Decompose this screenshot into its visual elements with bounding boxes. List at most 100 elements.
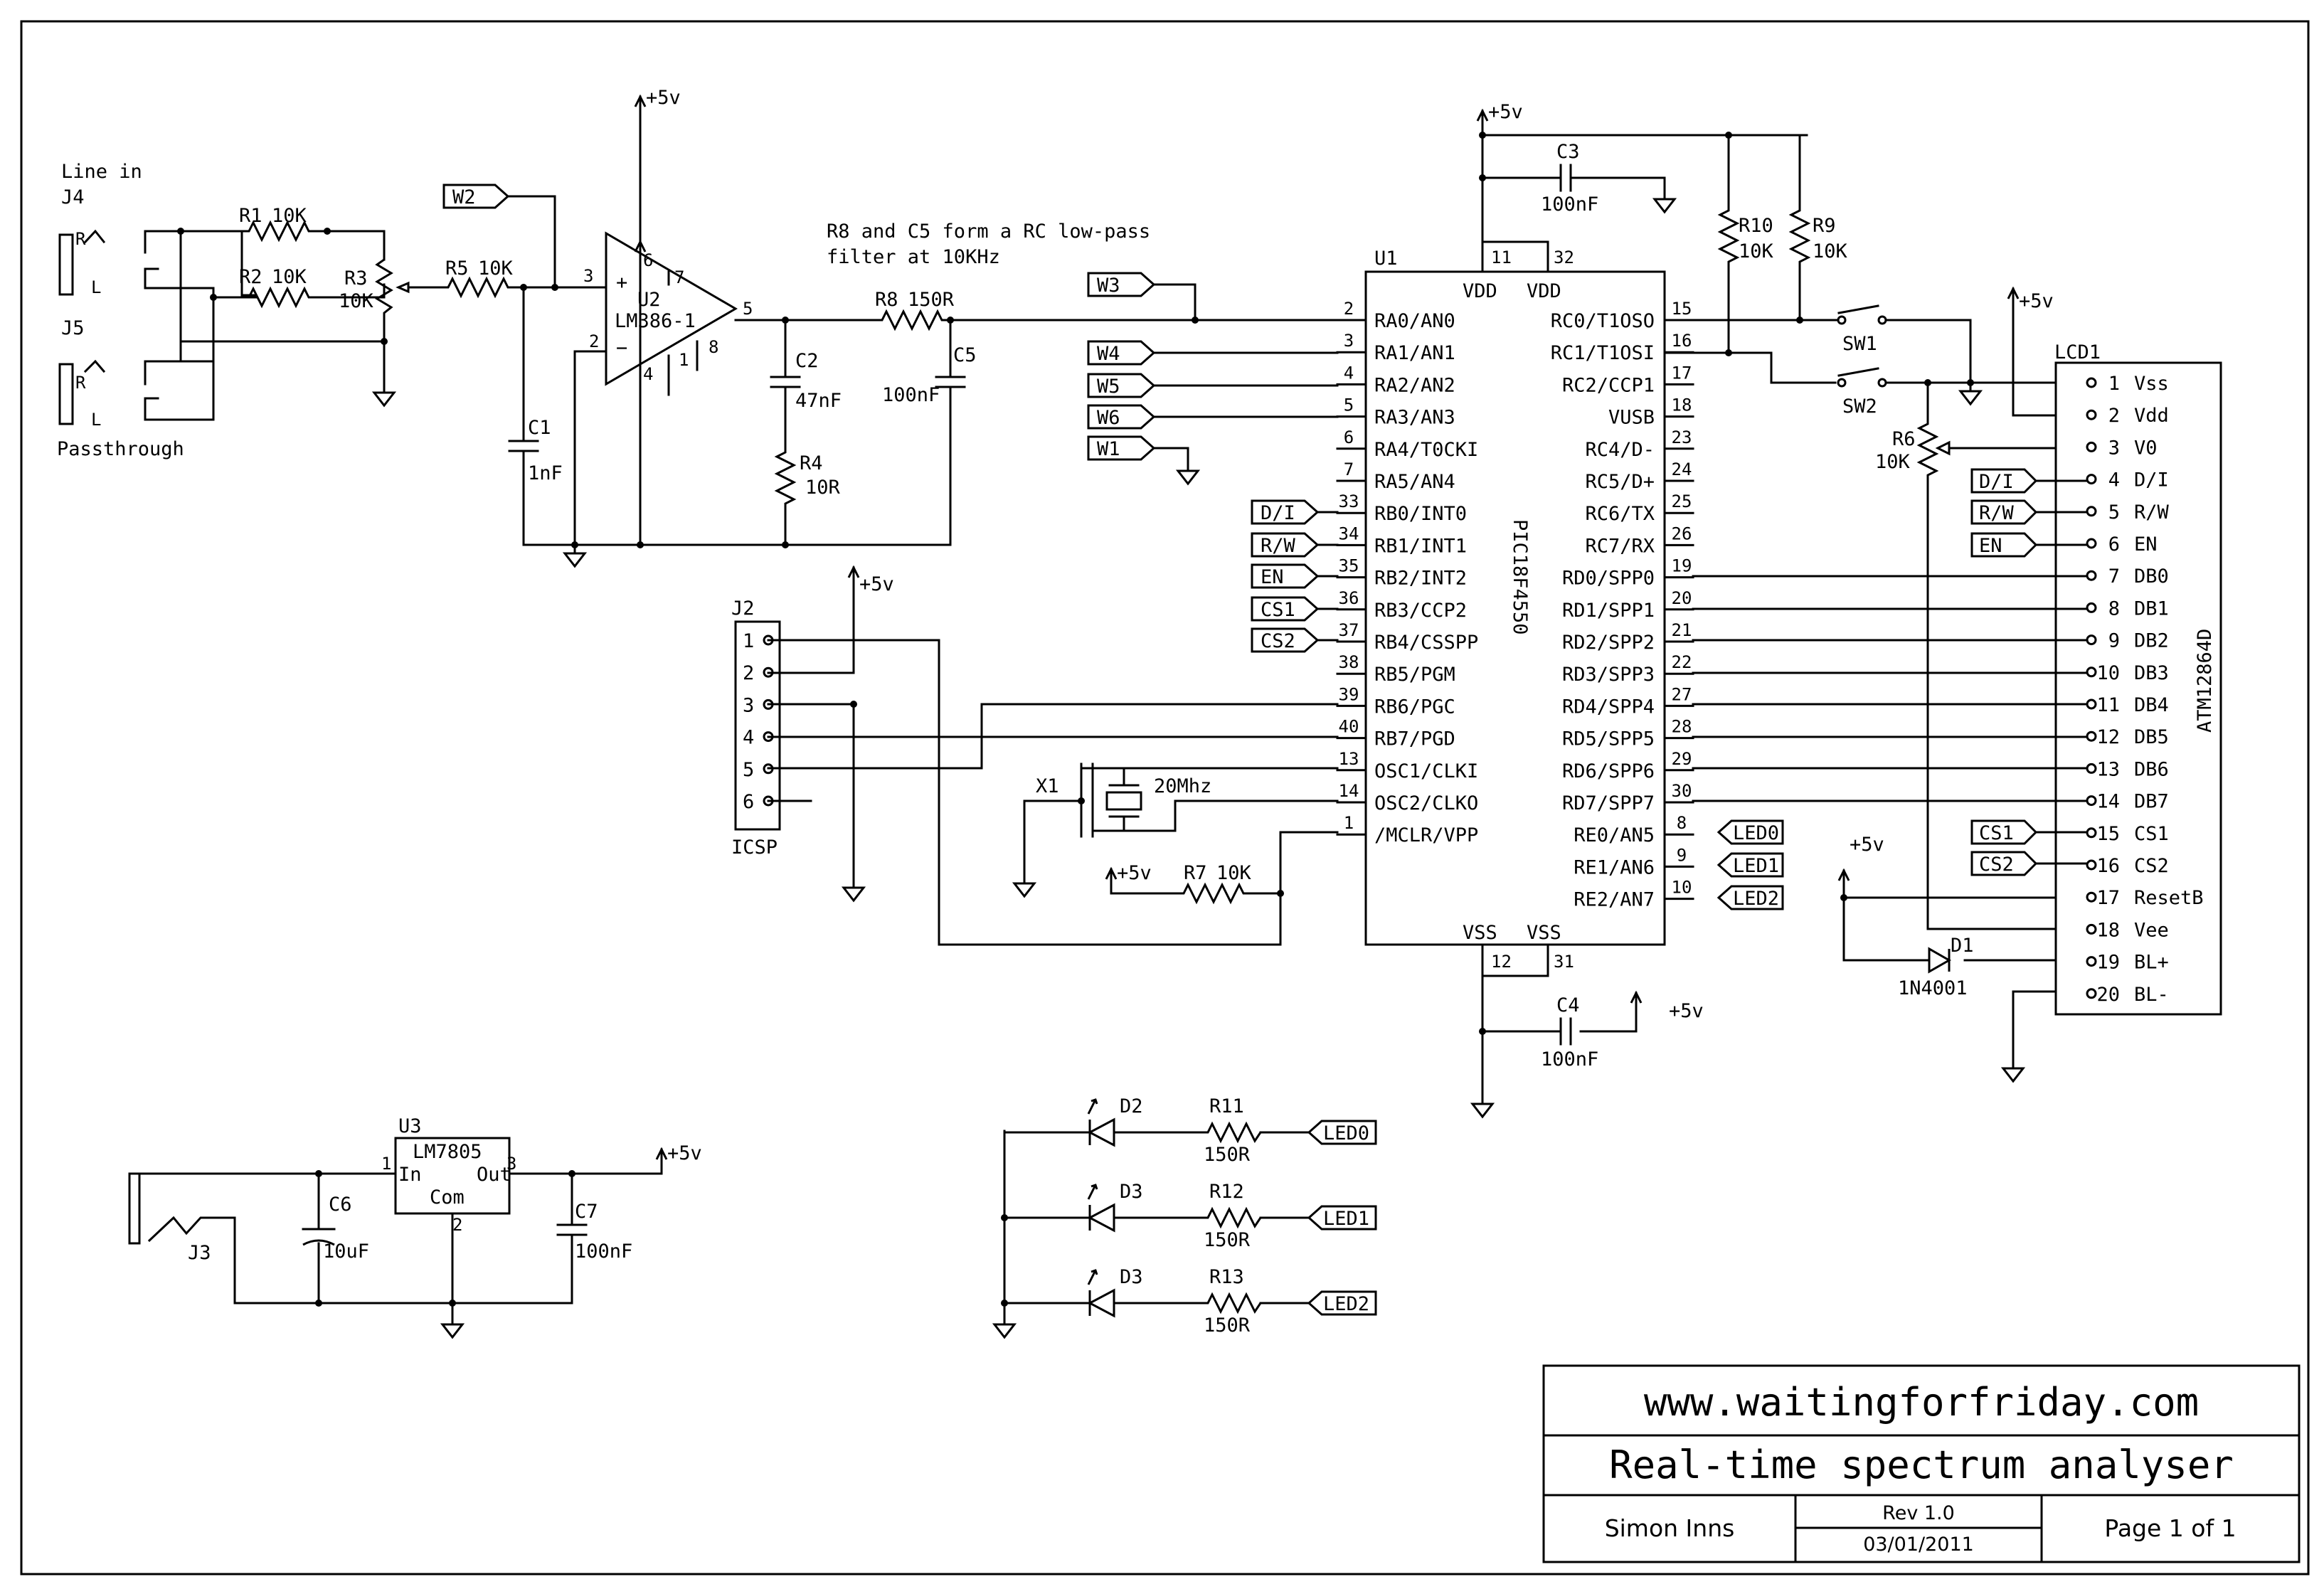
u1-power: +5v C3 100nF +5v C4 100nF — [1471, 101, 1808, 1118]
r2-value: 10K — [272, 266, 307, 288]
icsp-pin-number: 4 — [743, 727, 754, 749]
lcd-pin-number: 11 — [2096, 694, 2120, 716]
lcd-pin-name: EN — [2134, 533, 2158, 556]
lcd-net-labels: D/I R/W EN CS1 CS2 — [1970, 468, 2087, 876]
r8-resistor — [876, 309, 950, 331]
led-net-label — [1307, 1205, 1377, 1231]
lcd-pin-terminal — [2086, 666, 2097, 678]
lcd-pin-name: DB1 — [2134, 597, 2169, 620]
u1-pin-name: RB5/PGM — [1374, 664, 1455, 686]
lcd-pin-terminal — [2086, 956, 2097, 967]
icsp-pin-number: 3 — [743, 694, 754, 716]
ground-icon — [1013, 873, 1036, 898]
u1-pin-number: 10 — [1672, 878, 1692, 898]
led-resistor-ref: R13 — [1209, 1266, 1244, 1288]
svg-text:32: 32 — [1554, 248, 1574, 267]
r3-pot — [375, 258, 393, 341]
u1-porte-labels: LED0 LED1 LED2 — [1717, 819, 1784, 910]
svg-text:EN: EN — [1979, 535, 2002, 557]
u1-pin-name: VUSB — [1608, 407, 1655, 429]
c1-value: 1nF — [528, 462, 563, 484]
u1-pin-name: RC4/D- — [1585, 439, 1655, 461]
u1-pin-number: 18 — [1672, 395, 1692, 415]
u1-pin-name: RC1/T1OSI — [1551, 342, 1655, 364]
svg-text:D/I: D/I — [1979, 471, 2014, 493]
u1-microcontroller: U1 VDD VDD VSS VSS 11 32 12 31 PIC18F455… — [1336, 240, 1694, 977]
svg-text:VDD: VDD — [1463, 280, 1497, 302]
u1-portb-labels: D/I R/W EN CS1 CS2 — [1251, 499, 1339, 653]
r10-value: 10K — [1739, 240, 1774, 262]
u1-pin-number: 26 — [1672, 524, 1692, 543]
svg-text:LED1: LED1 — [1733, 855, 1779, 877]
led-icon — [1087, 1117, 1115, 1147]
r1-ref: R1 — [239, 205, 262, 227]
led-ref: D3 — [1120, 1266, 1143, 1288]
led-net-label-text: LED0 — [1323, 1122, 1369, 1144]
svg-text:Com: Com — [430, 1186, 465, 1208]
svg-text:Out: Out — [477, 1164, 511, 1186]
ground-icon — [441, 1314, 464, 1339]
lcd-pin-number: 17 — [2096, 887, 2120, 909]
r3-ref: R3 — [344, 267, 368, 289]
led-resistor-ref: R11 — [1209, 1095, 1244, 1117]
r8-value: 150R — [908, 289, 955, 311]
u1-pin-name: RD5/SPP5 — [1562, 728, 1655, 750]
ground-icon — [563, 543, 586, 568]
c4-value: 100nF — [1541, 1048, 1598, 1070]
led-net-label-text: LED2 — [1323, 1293, 1369, 1315]
j5-ref: J5 — [61, 317, 85, 339]
svg-text:+5v: +5v — [1850, 834, 1884, 856]
c5-capacitor — [935, 319, 966, 546]
svg-text:8: 8 — [709, 337, 718, 357]
r10-resistor — [1717, 135, 1740, 353]
u1-pin-name: RA5/AN4 — [1374, 471, 1455, 493]
svg-text:+5v: +5v — [1669, 1000, 1704, 1022]
sw1-label: SW1 — [1842, 333, 1877, 355]
date-text: 03/01/2011 — [1863, 1534, 1974, 1556]
u1-pin-name: RA2/AN2 — [1374, 374, 1455, 396]
lcd-pin-number: 18 — [2096, 919, 2120, 941]
svg-text:R: R — [75, 229, 86, 249]
led-net-label — [1307, 1290, 1377, 1316]
lcd-pin-terminal — [2086, 859, 2097, 871]
u1-pin-name: RA3/AN3 — [1374, 407, 1455, 429]
c2-value: 47nF — [795, 390, 842, 412]
u1-pin-name: OSC1/CLKI — [1374, 760, 1478, 782]
r6-ref: R6 — [1892, 428, 1916, 450]
u1-pin-name: RD0/SPP0 — [1562, 568, 1655, 590]
svg-text:CS2: CS2 — [1979, 854, 2014, 876]
u1-pin-name: RC2/CCP1 — [1562, 374, 1655, 396]
lcd-pin-name: DB6 — [2134, 758, 2169, 780]
r7-ref: R7 — [1184, 862, 1207, 884]
r9-resistor — [1788, 135, 1811, 320]
lcd-pin-number: 19 — [2096, 952, 2120, 974]
c1-capacitor — [508, 286, 539, 546]
switch-section: R10 10K R9 10K SW1 SW2 — [1663, 135, 1982, 418]
title-text: Real-time spectrum analyser — [1609, 1442, 2234, 1487]
u1-pin-name: RD7/SPP7 — [1562, 792, 1655, 814]
r9-value: 10K — [1813, 240, 1848, 262]
lcd-pin-terminal — [2086, 409, 2097, 420]
net-label-w2: W2 — [442, 184, 510, 209]
c2-capacitor — [770, 319, 801, 442]
u1-pin-name: OSC2/CLKO — [1374, 792, 1478, 814]
c6-ref: C6 — [329, 1194, 352, 1216]
led-resistor — [1202, 1121, 1262, 1144]
led-resistor — [1202, 1206, 1262, 1229]
lcd-pin-number: 13 — [2096, 758, 2120, 780]
c6-capacitor — [302, 1172, 336, 1305]
lcd-pin-terminal — [2086, 795, 2097, 807]
u1-pin-number: 30 — [1672, 781, 1692, 801]
svg-text:1: 1 — [679, 350, 689, 370]
svg-text:VSS: VSS — [1463, 922, 1497, 944]
r4-resistor — [774, 441, 797, 545]
r4-ref: R4 — [800, 452, 823, 474]
u1-pin-number: 5 — [1344, 395, 1354, 415]
net-label-led1: LED1 — [1717, 852, 1784, 878]
svg-text:R/W: R/W — [1979, 502, 2015, 524]
icsp-pin-number: 2 — [743, 662, 754, 684]
u1-pin-number: 34 — [1339, 524, 1359, 543]
page-text: Page 1 of 1 — [2104, 1514, 2236, 1542]
svg-text:1: 1 — [381, 1154, 391, 1174]
lcd-pin-terminal — [2086, 923, 2097, 935]
